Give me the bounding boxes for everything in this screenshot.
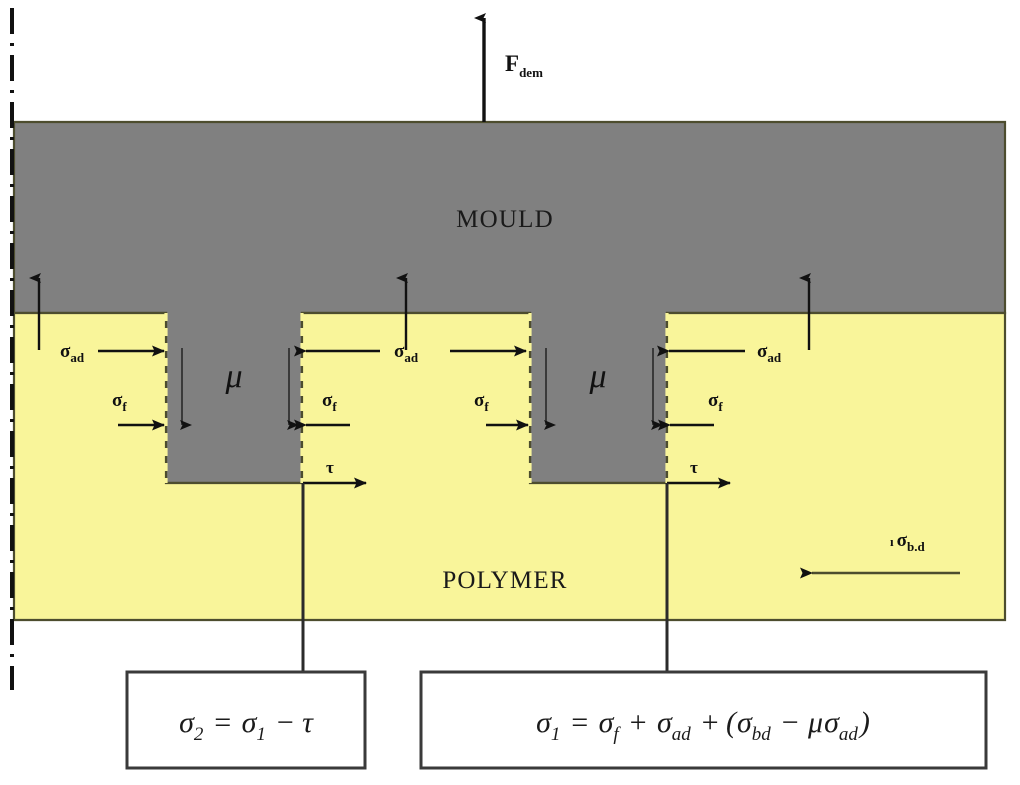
- equation-leader-lines: [301, 483, 669, 672]
- mu-label-2: μ: [588, 358, 606, 395]
- sigma-f-label-2: σf: [322, 390, 337, 414]
- interface-dashed-walls: [164, 313, 669, 483]
- equation-box-right: [419, 670, 988, 770]
- equation-box-left: [125, 670, 367, 770]
- polymer-label: POLYMER: [442, 567, 567, 594]
- sigma-f-label-4: σf: [708, 390, 723, 414]
- tau-label-2: τ: [690, 458, 698, 477]
- equation-right-text: σ1=σf+σad+(σbd−μσad): [536, 706, 870, 745]
- sigma-ad-label-right: σad: [757, 341, 782, 365]
- sigma-f-label-1: σf: [112, 390, 127, 414]
- mould-uplift-arrows: [29, 273, 811, 350]
- friction-shear-arrows: [180, 348, 663, 430]
- sigma-ad-label-left: σad: [60, 341, 85, 365]
- sigma-f-label-3: σf: [474, 390, 489, 414]
- tau-label-1: τ: [326, 458, 334, 477]
- equation-left-text: σ2=σ1−τ: [179, 706, 314, 745]
- mould-label: MOULD: [456, 206, 554, 233]
- sigma-ad-label-middle: σad: [394, 341, 419, 365]
- fdem-label: Fdem: [505, 51, 543, 80]
- mu-label-1: μ: [224, 358, 242, 395]
